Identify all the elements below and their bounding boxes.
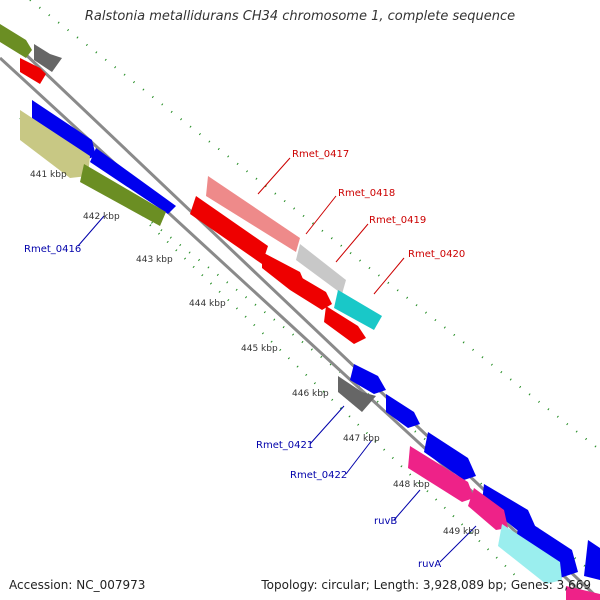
gene-arrow-cyan-light[interactable] [498,524,562,584]
gene-label-rmet-0421[interactable]: Rmet_0421 [256,440,313,451]
gene-label-rmet-0419[interactable]: Rmet_0419 [369,215,426,226]
leader-rmet-0420 [373,257,405,295]
gene-arrow-olive-rmet-0416[interactable] [80,164,166,226]
tick-label-449: 449 kbp [443,527,480,537]
leader-rmet-0416 [77,215,105,247]
gene-arrow-blue-rmet-0416-area[interactable] [90,148,176,214]
gene-arrow-blue-corner[interactable] [584,540,600,580]
tick-label-443: 443 kbp [136,255,173,265]
gene-features[interactable] [0,24,600,600]
tick-label-441: 441 kbp [30,170,67,180]
leader-rmet-0422 [345,439,373,475]
map-title: Ralstonia metallidurans CH34 chromosome … [84,9,516,24]
gene-arrow-rmet-0419[interactable] [334,290,382,330]
tick-label-446: 446 kbp [292,389,329,399]
gene-arrow-rmet-0421[interactable] [338,376,376,412]
gene-arrow-red-0419[interactable] [290,272,332,310]
gene-arrow-magenta-corner[interactable] [566,586,600,600]
gene-arrow-olive-top[interactable] [0,24,32,58]
gene-label-rmet-0417[interactable]: Rmet_0417 [292,149,349,160]
gene-labels[interactable]: Rmet_0417 Rmet_0418 Rmet_0419 Rmet_0420 … [24,149,465,570]
leader-ruva [439,525,477,563]
gene-label-rmet-0420[interactable]: Rmet_0420 [408,249,465,260]
gene-label-rmet-0418[interactable]: Rmet_0418 [338,188,395,199]
topology-text: Topology: circular; Length: 3,928,089 bp… [261,578,591,592]
leader-rmet-0417 [257,157,291,195]
gene-label-rmet-0416[interactable]: Rmet_0416 [24,244,81,255]
leader-rmet-0419 [335,223,369,263]
gene-arrow-red-under-0417[interactable] [190,196,268,264]
gene-arrow-ruva[interactable] [468,488,508,530]
gene-arrow-rmet-0420[interactable] [324,306,366,344]
gene-arrow-gray-top[interactable] [34,44,62,72]
gene-arrow-rmet-0417[interactable] [206,176,300,252]
gene-arrow-blue-lower-3[interactable] [516,516,578,578]
leader-ruvb [393,489,421,521]
gene-arrow-blue-upper[interactable] [32,100,96,162]
tick-labels: 441 kbp 442 kbp 443 kbp 444 kbp 445 kbp … [30,170,480,537]
tick-label-447: 447 kbp [343,434,380,444]
gene-arrow-rmet-0422[interactable] [386,394,420,428]
gene-arrow-rmet-0418[interactable] [296,244,346,294]
tick-label-445: 445 kbp [241,344,278,354]
accession-text: Accession: NC_007973 [9,578,146,592]
gene-arrow-khaki[interactable] [20,110,90,178]
leader-rmet-0418 [305,195,337,235]
tick-label-448: 448 kbp [393,480,430,490]
gene-arrow-blue-mid[interactable] [350,364,386,394]
leader-lines [77,157,477,563]
gene-label-rmet-0422[interactable]: Rmet_0422 [290,470,347,481]
tick-label-442: 442 kbp [83,212,120,222]
tick-label-444: 444 kbp [189,299,226,309]
gene-arrow-red-top[interactable] [20,58,46,84]
gene-label-ruva[interactable]: ruvA [418,559,441,570]
gene-arrow-blue-lower-1[interactable] [424,432,476,480]
leader-rmet-0421 [309,405,345,445]
gene-label-ruvb[interactable]: ruvB [374,516,397,527]
gene-arrow-ruvb[interactable] [408,446,474,502]
